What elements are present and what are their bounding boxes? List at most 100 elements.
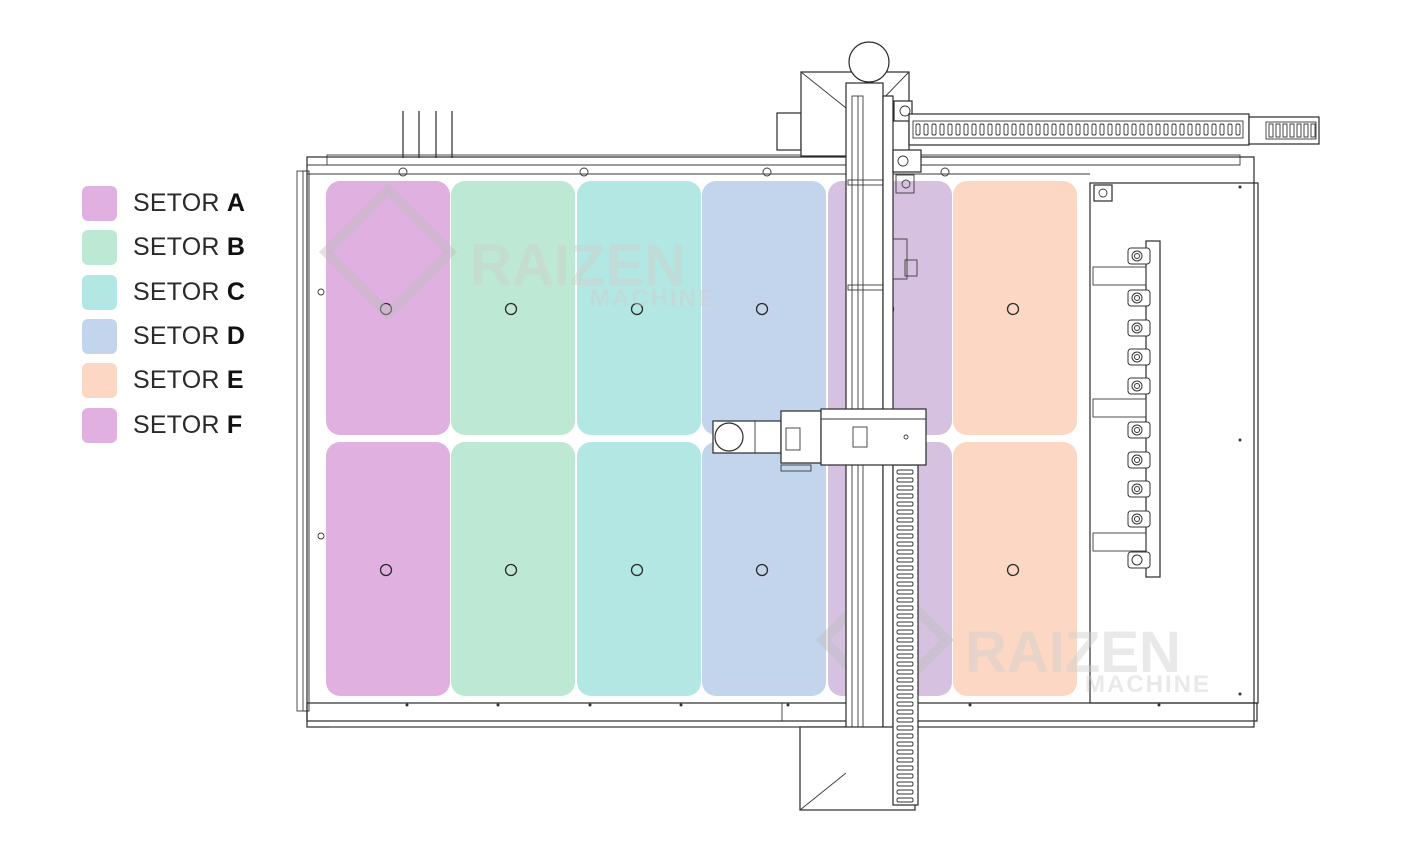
chain-link [1275,123,1281,138]
vacuum-port-icon [755,302,769,316]
legend-swatch-b [82,229,117,265]
chain-link [1027,123,1033,136]
chain-link [923,123,929,136]
chain-link [1303,123,1309,138]
tool-holder-icon [1127,480,1151,498]
chain-link [896,653,914,659]
vacuum-port-icon [755,563,769,577]
beam-cable-chain [892,464,919,806]
spindle-head [712,408,927,472]
legend-letter: C [226,277,246,306]
vacuum-port-icon [379,302,393,316]
watermark-top: RAIZEN MACHINE [318,182,714,322]
legend-label-f: SETOR F [133,411,242,440]
legend-letter: B [226,232,246,261]
vacuum-port-icon [504,563,518,577]
legend-label-d: SETOR D [133,322,245,351]
chain-link [896,581,914,587]
legend-prefix: SETOR [133,188,220,217]
chain-link [1131,123,1137,136]
watermark-sub: MACHINE [1085,671,1211,698]
chain-link [955,123,961,136]
legend-item-b: SETOR B [82,229,245,265]
chain-link [1219,123,1225,136]
chain-link [1227,123,1233,136]
chain-link [947,123,953,136]
chain-link [896,493,914,499]
chain-link [1123,123,1129,136]
legend-prefix: SETOR [133,232,220,261]
legend-item-f: SETOR F [82,407,242,443]
chain-links-top [915,123,1316,138]
chain-link [1179,123,1185,136]
chain-link [896,549,914,555]
legend-letter: F [226,410,243,439]
tool-holder-icon [1127,247,1151,265]
tool-holder-icon [1127,510,1151,528]
chain-link [896,613,914,619]
legend-label-c: SETOR C [133,278,245,307]
sector-e-bottom [953,442,1077,696]
legend-letter: A [226,188,246,217]
tool-holder-icon [1127,348,1151,366]
chain-link [896,485,914,491]
chain-links-beam [896,469,914,803]
chain-link [896,677,914,683]
vacuum-port-icon [1006,302,1020,316]
vacuum-port-icon [504,302,518,316]
watermark-diamond [318,182,458,322]
chain-link [1195,123,1201,136]
sector-a-top [326,181,450,435]
chain-link [896,517,914,523]
chain-link [896,533,914,539]
legend-prefix: SETOR [133,365,220,394]
chain-link [896,661,914,667]
chain-link [896,565,914,571]
sector-a-bottom [326,442,450,696]
chain-link [1011,123,1017,136]
watermark-brand: RAIZEN [965,620,1181,685]
legend-label-e: SETOR E [133,366,244,395]
chain-link [896,765,914,771]
tool-holder-icon [1127,289,1151,307]
chain-link [896,669,914,675]
chain-link [971,123,977,136]
tool-holder-icon [1127,377,1151,395]
chain-link [896,621,914,627]
chain-link [896,629,914,635]
chain-link [1268,123,1274,138]
sector-grid [326,181,1077,696]
chain-link [896,477,914,483]
legend-letter: D [226,321,246,350]
chain-link [896,789,914,795]
chain-link [896,733,914,739]
chain-link [896,501,914,507]
chain-link [1147,123,1153,136]
chain-link [896,573,914,579]
legend-label-a: SETOR A [133,189,245,218]
sector-b-top [451,181,575,435]
chain-link [896,597,914,603]
chain-link [1075,123,1081,136]
chain-link [1099,123,1105,136]
chain-link [1091,123,1097,136]
chain-link [1296,123,1302,138]
chain-link [896,741,914,747]
chain-link [1019,123,1025,136]
chain-link [1003,123,1009,136]
chain-link [896,645,914,651]
chain-link [1115,123,1121,136]
chain-link [1310,123,1316,138]
chain-link [896,509,914,515]
chain-link [1171,123,1177,136]
chain-link [1043,123,1049,136]
chain-link [896,589,914,595]
chain-link [1187,123,1193,136]
chain-link [896,773,914,779]
chain-link [896,469,914,475]
chain-link [896,717,914,723]
chain-link [1235,123,1241,136]
chain-link [1211,123,1217,136]
vacuum-port-icon [630,302,644,316]
